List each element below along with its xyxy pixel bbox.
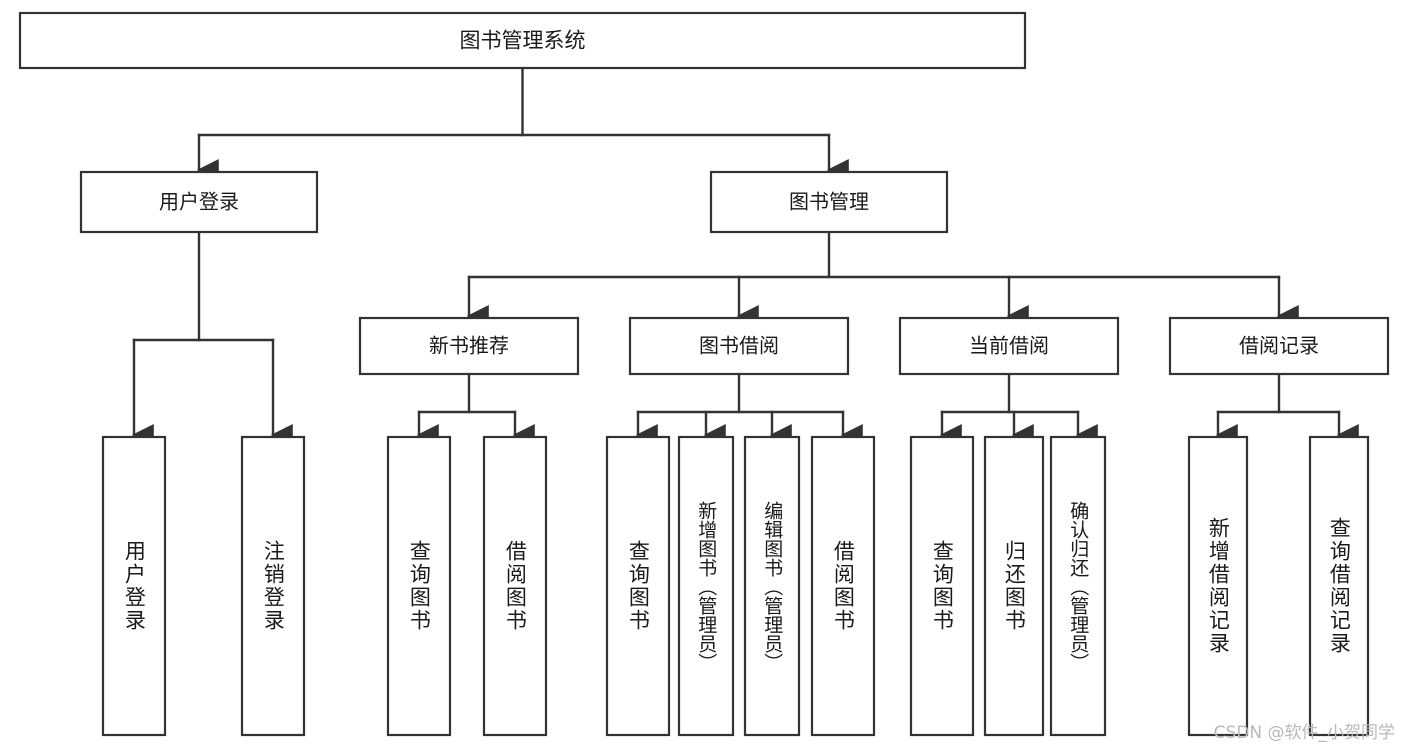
node-label-user-login: 用户登录 (159, 190, 239, 214)
node-leaf-leaf-edit-book[interactable] (743, 435, 801, 737)
node-leaf-leaf-logout[interactable] (240, 435, 306, 737)
node-label-book-manage: 图书管理 (789, 190, 869, 214)
node-user-login[interactable] (79, 170, 319, 234)
watermark: CSDN @软件_小贺同学 (1213, 723, 1395, 743)
node-book-manage[interactable] (709, 170, 949, 234)
node-leaf-leaf-query-book-1[interactable] (386, 435, 452, 737)
node-leaf-leaf-query-book-2[interactable] (605, 435, 671, 737)
node-leaf-leaf-user-login[interactable] (101, 435, 167, 737)
node-leaf-leaf-borrow-book-2[interactable] (810, 435, 876, 737)
node-current-borrow[interactable] (898, 316, 1120, 376)
node-leaf-leaf-return-book[interactable] (983, 435, 1045, 737)
node-leaf-leaf-query-record[interactable] (1308, 435, 1370, 737)
node-borrow-record[interactable] (1168, 316, 1390, 376)
node-label-root: 图书管理系统 (460, 29, 586, 53)
node-leaf-leaf-add-book[interactable] (677, 435, 735, 737)
node-leaf-leaf-add-record[interactable] (1187, 435, 1249, 737)
node-root-root[interactable] (18, 11, 1027, 70)
node-box-layer (18, 11, 1390, 737)
node-label-current-borrow: 当前借阅 (969, 334, 1049, 358)
node-leaf-leaf-borrow-book-1[interactable] (482, 435, 548, 737)
node-new-book-recommend[interactable] (358, 316, 580, 376)
node-leaf-leaf-confirm-return[interactable] (1049, 435, 1107, 737)
node-leaf-leaf-query-book-3[interactable] (909, 435, 975, 737)
node-label-new-book-recommend: 新书推荐 (429, 334, 509, 358)
connector-layer (131, 66, 1359, 446)
node-label-book-borrow: 图书借阅 (699, 334, 779, 358)
node-label-borrow-record: 借阅记录 (1239, 334, 1319, 358)
node-book-borrow[interactable] (628, 316, 850, 376)
